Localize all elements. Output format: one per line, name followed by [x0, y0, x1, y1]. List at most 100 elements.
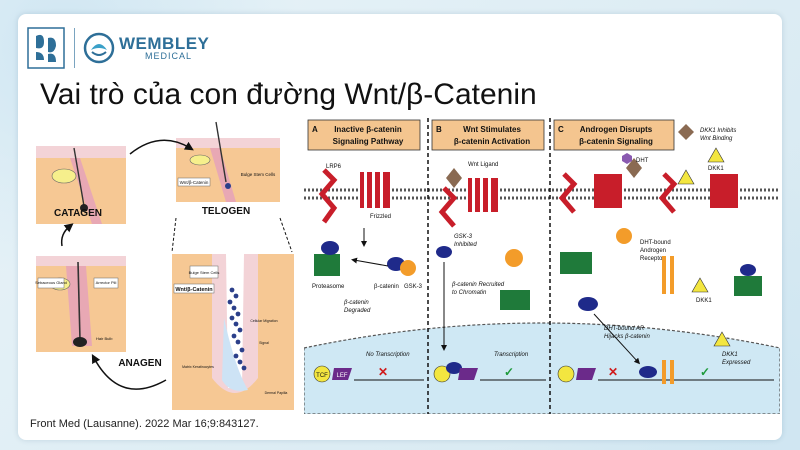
- stem-cell-dot: [231, 305, 237, 311]
- gsk3-shape: [400, 260, 416, 276]
- follicle-matrix-label: Matrix Keratinocytes: [182, 365, 214, 369]
- b-gsk3-shape: [505, 249, 523, 267]
- proteasome-label: Proteasome: [312, 284, 345, 290]
- degraded-label-1: β-catenin: [343, 300, 369, 306]
- tcf-shape: [313, 365, 331, 383]
- tcf-label: TCF: [316, 373, 328, 379]
- stem-cell-dot: [229, 315, 235, 321]
- cycle-arrow-2: [60, 223, 74, 247]
- degraded-label-2: Degraded: [344, 308, 371, 314]
- stem-cell-dot: [241, 365, 247, 371]
- stem-cell-dot: [231, 333, 237, 339]
- nucleus: [304, 322, 780, 414]
- stem-cell-dot: [233, 293, 239, 299]
- lrp6-receptor: [318, 168, 338, 224]
- stem-cell-dot: [239, 347, 245, 353]
- stem-cell-dot: [235, 339, 241, 345]
- anagen-arrector-label: Arrector Pili: [96, 280, 117, 285]
- no-transcription-label: No Transcription: [366, 352, 410, 358]
- transcription-label: Transcription: [494, 352, 529, 358]
- dkk1-inhibits-1: DKK1 Inhibits: [700, 128, 736, 134]
- cycle-arrow-3: [91, 354, 167, 390]
- dkk1-inhibits-2: Wnt Binding: [700, 136, 733, 142]
- logo-bar: WEMBLEY MEDICAL: [26, 24, 209, 72]
- follicle-wnt-label: Wnt/β-Catenin: [175, 287, 213, 293]
- panel-c: C Androgen Disrupts β-catenin Signaling …: [553, 119, 774, 384]
- catagen-box: [36, 146, 126, 224]
- brand-name: WEMBLEY: [119, 34, 210, 53]
- lrp6-label: LRP6: [326, 164, 342, 170]
- a-bcatenin-label: β-catenin: [374, 284, 399, 290]
- panel-c-title2: β-catenin Signaling: [579, 137, 653, 146]
- stem-cell-dot: [233, 353, 239, 359]
- zoom-line-left: [171, 217, 177, 253]
- anagen-sebaceous-label: Sebaceous Gland: [35, 280, 67, 285]
- hijacks-1: DHT-bound AR: [604, 326, 645, 332]
- gsk-inhibited-2: Inhibited: [454, 242, 477, 248]
- university-logo-icon: [27, 27, 65, 69]
- recruited-label-2: to Chromatin: [452, 290, 487, 296]
- telogen-bulge-label: Bulge Stem Cells: [241, 172, 276, 177]
- stem-cell-dots: [227, 287, 247, 371]
- gsk-inhibited-1: GSK-3: [454, 234, 473, 240]
- stem-cell-dot: [233, 321, 239, 327]
- lef-label: LEF: [336, 373, 347, 379]
- follicle-zoom-box: [172, 254, 294, 410]
- transcription-check-icon: ✓: [504, 365, 514, 379]
- logo-separator: [74, 28, 75, 68]
- dht-bound-1: DHT-bound: [640, 240, 671, 246]
- anagen-box: [36, 256, 126, 352]
- a-bcatenin-shape: [321, 241, 339, 255]
- panel-a-title1: Inactive β-catenin: [334, 125, 402, 134]
- follicle-bulge-label: Bulge Stem Cells: [189, 270, 220, 275]
- anagen-label: ANAGEN: [118, 358, 161, 369]
- proteasome-shape: [314, 254, 340, 276]
- panel-a: A Inactive β-catenin Signaling Pathway L…: [307, 119, 424, 383]
- stem-cell-dot: [229, 287, 235, 293]
- wembley-logo-icon: [83, 32, 115, 64]
- follicle-migration-label: Cellular Migration: [250, 319, 277, 323]
- telogen-box: [176, 121, 280, 202]
- cell-membrane: [304, 188, 780, 200]
- cycle-arrow-1: [129, 139, 194, 155]
- gsk3-label: GSK-3: [404, 284, 423, 290]
- panel-b-title1: Wnt Stimulates: [463, 125, 521, 134]
- dht-bound-3: Receptor: [640, 256, 664, 262]
- panel-b: B Wnt Stimulates β-catenin Activation Wn…: [431, 119, 546, 383]
- dkk1-expressed-2: Expressed: [722, 360, 751, 366]
- hijacks-2: Hijacks β-catenin: [604, 334, 650, 340]
- dht-bound-2: Androgen: [640, 248, 666, 254]
- dht-label: DHT: [636, 158, 649, 164]
- b-bcatenin-shape: [436, 246, 452, 258]
- wnt-callout-box: [173, 283, 215, 294]
- follicle-signal-label: Signal: [259, 341, 269, 345]
- recruited-label-1: β-catenin Recruited: [451, 282, 505, 288]
- wnt-ligand-label: Wnt Ligand: [468, 162, 498, 168]
- brand-subtitle: MEDICAL: [145, 51, 193, 61]
- dkk1-expressed-1: DKK1: [722, 352, 738, 358]
- stem-cell-dot: [227, 299, 233, 305]
- stem-cell-dot: [235, 311, 241, 317]
- signaling-diagram: A Inactive β-catenin Signaling Pathway L…: [304, 118, 780, 414]
- panel-b-title2: β-catenin Activation: [454, 137, 530, 146]
- panel-a-letter: A: [312, 125, 318, 134]
- no-transcription-x-icon: ✕: [378, 365, 388, 379]
- zoom-line-right: [279, 217, 293, 253]
- panel-b-letter: B: [436, 125, 442, 134]
- hair-cycle-diagram: CATAGEN Wnt/β-Catenin Bulge Stem Cells T…: [35, 121, 294, 410]
- citation: Front Med (Lausanne). 2022 Mar 16;9:8431…: [30, 418, 259, 430]
- dkk1-top-label: DKK1: [708, 166, 724, 172]
- wnt-ligand-shape: [446, 168, 462, 188]
- panel-c-title1: Androgen Disrupts: [580, 125, 653, 134]
- lef-shape: [332, 368, 352, 380]
- telogen-label: TELOGEN: [202, 206, 250, 217]
- panel-a-title2: Signaling Pathway: [333, 137, 404, 146]
- dkk1-mid-label: DKK1: [696, 298, 712, 304]
- stem-cell-dot: [237, 327, 243, 333]
- c-blocked-x-icon: ✕: [608, 365, 618, 379]
- panel-c-letter: C: [558, 125, 564, 134]
- follicle-papilla-label: Dermal Papilla: [265, 391, 288, 395]
- c-expressed-check-icon: ✓: [700, 365, 710, 379]
- anagen-hairbulb-label: Hair Bulb: [96, 336, 113, 341]
- slide-title: Vai trò của con đường Wnt/β-Catenin: [40, 78, 537, 111]
